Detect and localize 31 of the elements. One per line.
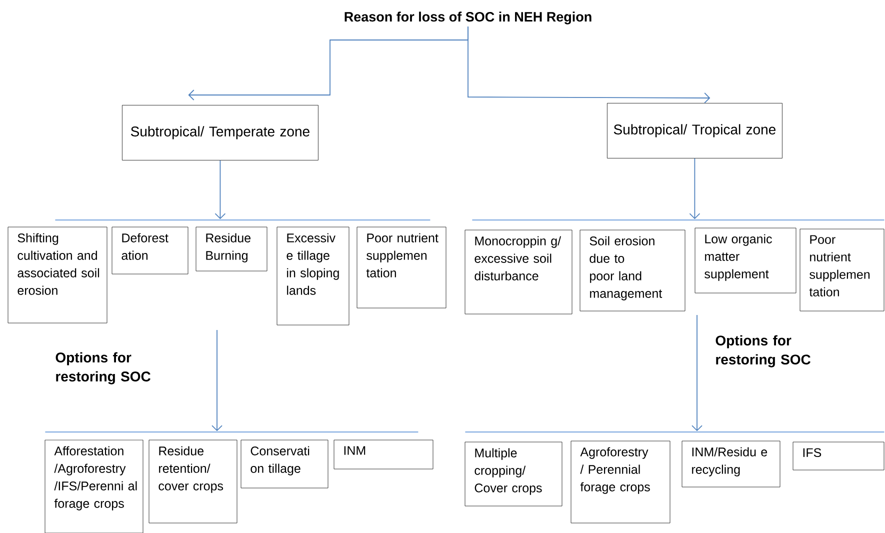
text-box: Conservati on tillage [240,440,328,488]
text-box: Monocroppin g/ excessive soil disturbance [464,230,572,314]
text-box: Poor nutrient supplemen tation [800,228,884,312]
arrow [692,314,702,432]
zone-box: Subtropical/ Tropical zone [607,103,782,158]
section-heading: Options for restoring SOC [716,335,810,368]
divider-bar [45,431,418,433]
text-box: Excessiv e tillage in sloping lands [276,226,350,326]
zone-box: Subtropical/ Temperate zone [122,105,318,160]
text-box: Multiple cropping/ Cover crops [464,442,562,506]
text-box: Residue retention/ cover crops [148,440,238,524]
divider-bar [465,431,884,433]
text-box: Afforestation /Agroforestry /IFS/Perenni al forage crops [44,440,144,533]
text-box: Soil erosion due to poor land management [580,230,686,312]
text-box: Poor nutrient supplemen tation [356,226,446,308]
text-box: IFS [792,442,884,470]
section-heading: Options for restoring SOC [56,352,150,384]
arrow [689,158,700,220]
text-box: Low organic matter supplement [694,228,796,294]
text-box: Shifting cultivation and associated soil erosion [8,226,108,324]
arrow [468,26,710,104]
text-box: INM/Residu e recycling [682,440,780,488]
text-box: Residue Burning [196,226,268,272]
arrow [212,330,222,432]
text-box: INM [334,440,434,470]
divider-bar [55,219,430,221]
text-box: Agroforestry / Perennial forage crops [570,440,670,524]
arrow [214,160,226,220]
divider-bar [472,219,884,221]
text-box: Deforest ation [112,226,188,274]
title-text: Reason for loss of SOC in NEH Region [344,12,592,24]
